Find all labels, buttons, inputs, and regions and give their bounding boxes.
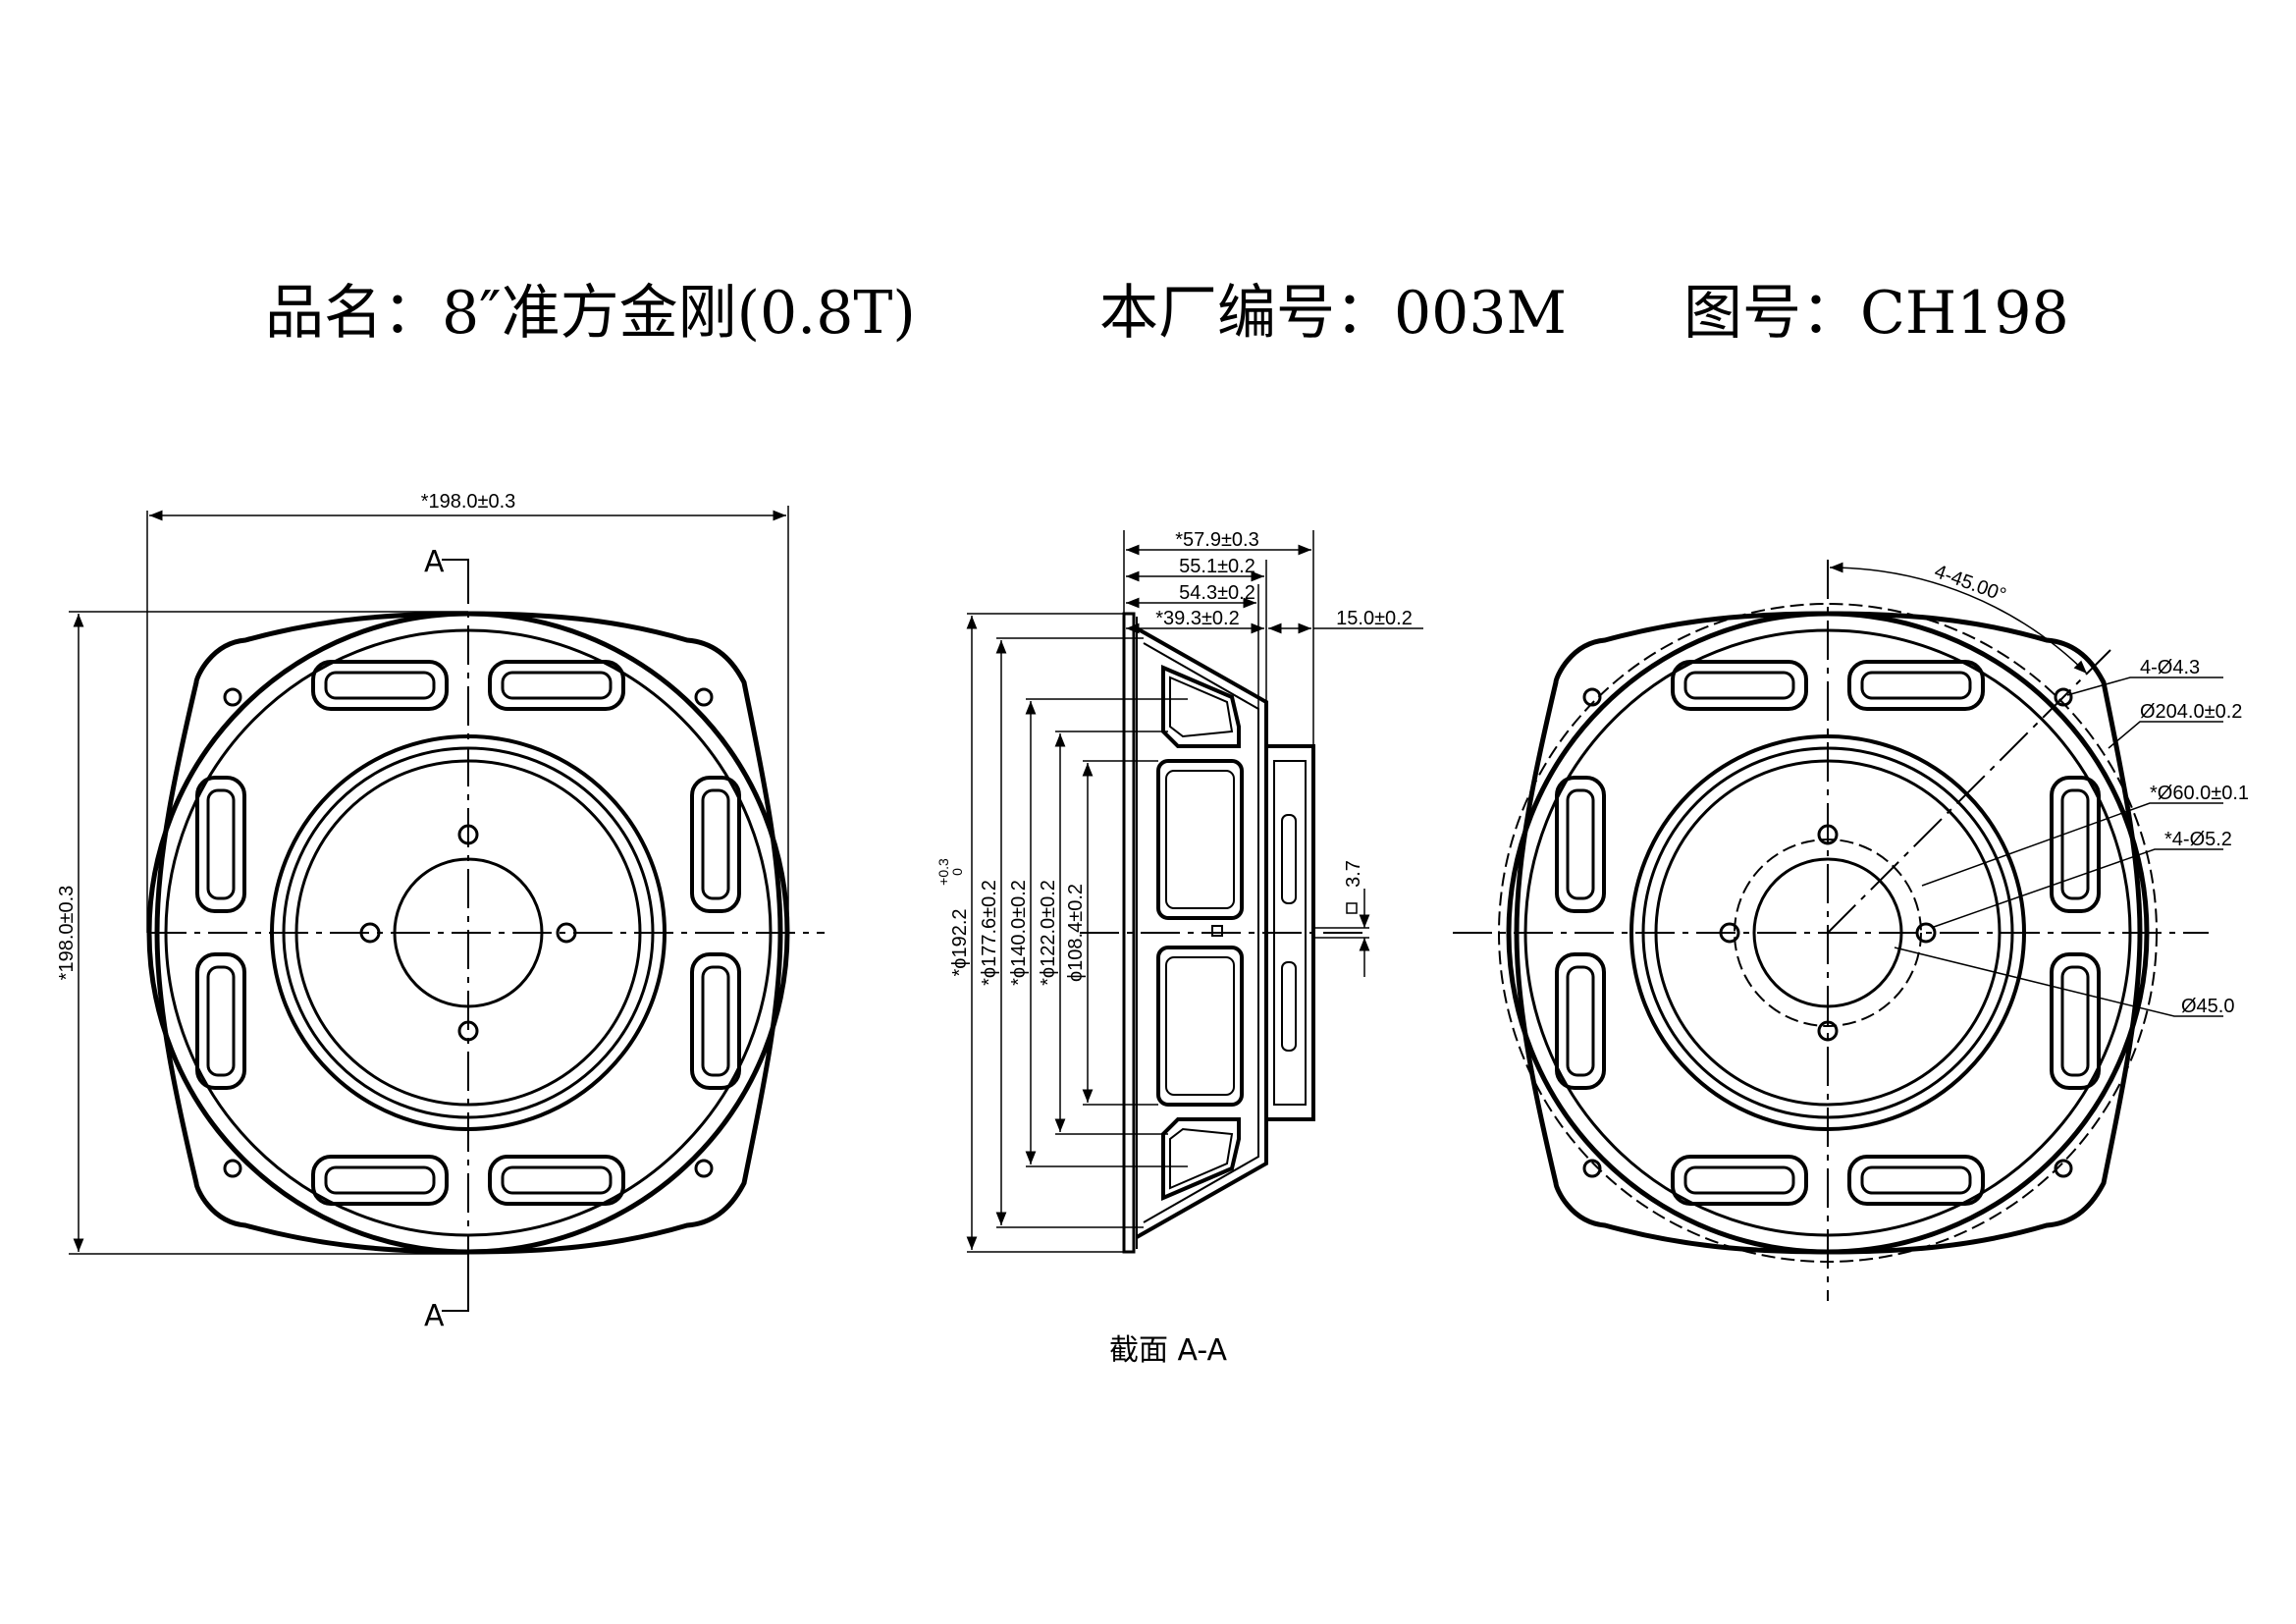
rear-view (1453, 560, 2223, 1301)
dia-dim-1: *ϕ177.6±0.2 (979, 880, 1000, 986)
section-mark-bottom: A (424, 1299, 445, 1333)
magnet-depth-dim: 15.0±0.2 (1336, 608, 1413, 629)
depth-dim-3: 54.3±0.2 (1179, 582, 1255, 604)
flange-thickness-dim: 3.7 (1343, 860, 1364, 888)
dia-dim-3: *ϕ122.0±0.2 (1038, 880, 1059, 986)
depth-dim-1: *57.9±0.3 (1175, 529, 1259, 551)
product-name: 品名：8″准方金刚(0.8T) (265, 279, 916, 348)
section-view (966, 530, 1423, 1254)
drawing-number: 图号：CH198 (1683, 279, 2069, 348)
dia-main-tol-minus: 0 (949, 868, 965, 876)
depth-dim-4: *39.3±0.2 (1155, 608, 1240, 629)
front-height-dimension: *198.0±0.3 (56, 886, 78, 981)
drawing-title-block: 品名：8″准方金刚(0.8T) 本厂编号：003M 图号：CH198 (0, 265, 2296, 348)
section-mark-top: A (424, 545, 445, 579)
front-width-dimension: *198.0±0.3 (421, 491, 516, 513)
depth-dim-2: 55.1±0.2 (1179, 556, 1255, 577)
dia-main-tol-plus: +0.3 (935, 858, 951, 886)
section-caption: 截面 A-A (1109, 1333, 1228, 1368)
mount-holes-dimension: *4-Ø5.2 (2164, 829, 2232, 850)
dia-main-dim: *ϕ192.2 (949, 908, 971, 976)
dia-dim-4: ϕ108.4±0.2 (1065, 884, 1087, 982)
factory-number: 本厂编号：003M (1099, 279, 1567, 348)
bolt-circle-dimension: Ø204.0±0.2 (2140, 701, 2242, 723)
dia-dim-2: *ϕ140.0±0.2 (1008, 880, 1030, 986)
center-diameter-dimension: Ø45.0 (2181, 996, 2234, 1017)
angle-dimension: 4-45.00° (1932, 561, 2009, 607)
front-view (69, 506, 825, 1312)
hole-dimension: 4-Ø4.3 (2140, 657, 2200, 678)
pcd-dimension: *Ø60.0±0.1 (2150, 783, 2249, 804)
